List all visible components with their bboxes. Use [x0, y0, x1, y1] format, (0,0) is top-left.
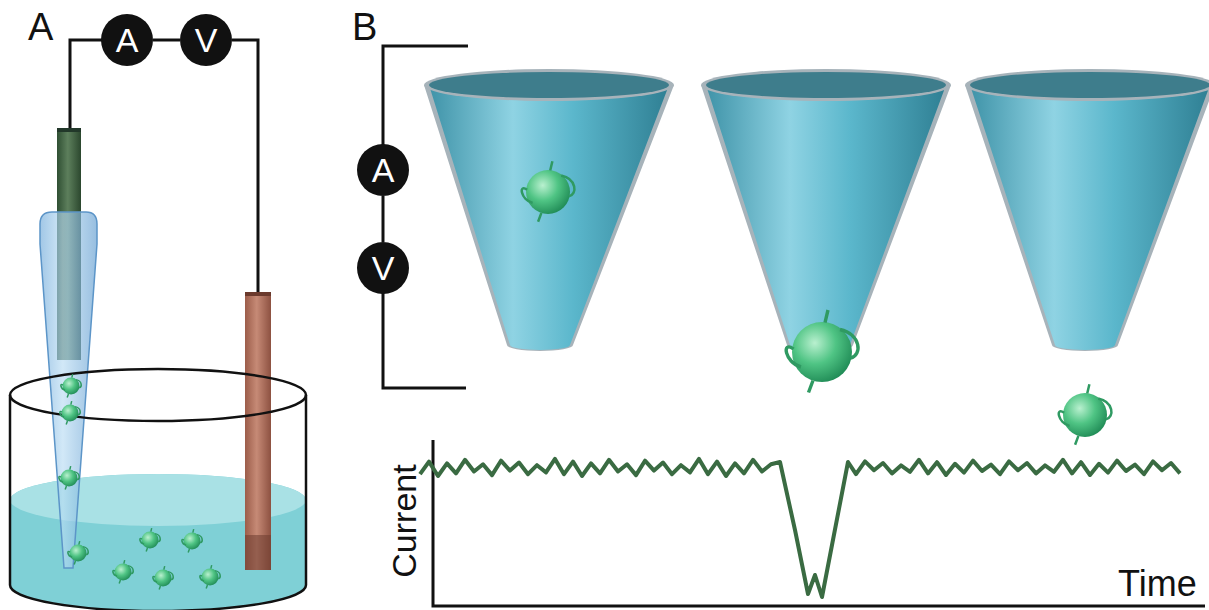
wire — [70, 40, 258, 294]
voltage-source-symbol: V — [180, 14, 232, 66]
wire — [153, 39, 180, 42]
symbol-letter: A — [372, 153, 395, 187]
cells — [59, 374, 220, 589]
nanopipette — [40, 212, 97, 568]
axis-label: Current — [387, 464, 421, 577]
reference-electrode — [245, 292, 271, 570]
cone — [424, 69, 674, 351]
cell — [113, 560, 133, 583]
dish-outline — [10, 369, 306, 610]
cell — [200, 565, 220, 588]
symbol-letter: V — [372, 251, 395, 285]
current-trace — [420, 459, 1180, 597]
axis-label: Time — [1118, 566, 1197, 602]
voltage-source-symbol: V — [357, 242, 409, 294]
cells — [522, 161, 1112, 445]
cell — [59, 466, 79, 489]
cone — [965, 69, 1209, 351]
cell — [182, 529, 202, 552]
symbol-letter: A — [116, 23, 139, 57]
cell — [61, 374, 81, 397]
ammeter-symbol: A — [357, 144, 409, 196]
nanopipette-cones — [424, 69, 1209, 351]
ammeter-symbol: A — [101, 14, 153, 66]
cell — [153, 566, 173, 589]
cell — [68, 541, 88, 564]
symbol-letter: V — [195, 23, 218, 57]
cell — [140, 528, 160, 551]
cell — [522, 161, 575, 222]
panel-label: A — [28, 8, 53, 46]
cone — [701, 69, 951, 351]
cell — [60, 401, 80, 424]
cell — [1059, 384, 1112, 445]
panel-label: B — [352, 8, 377, 46]
wire — [382, 196, 385, 242]
cell — [786, 310, 858, 393]
